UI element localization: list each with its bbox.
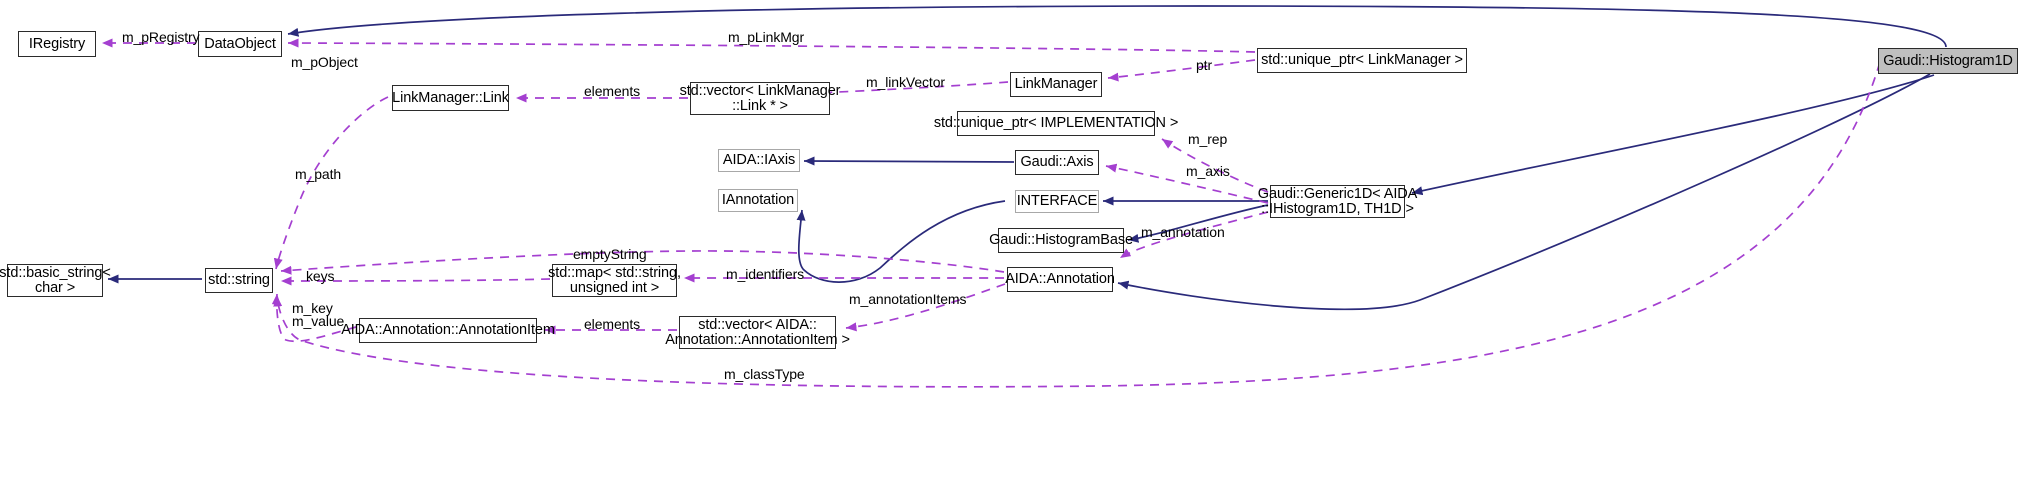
node-dataobject[interactable]: DataObject [198, 31, 282, 57]
edge-label-m-pobject: m_pObject [291, 54, 358, 70]
edge-label-m-value: m_value [292, 313, 345, 329]
node-annotation-item[interactable]: AIDA::Annotation::AnnotationItem [341, 318, 555, 343]
node-linkmanager[interactable]: LinkManager [1010, 72, 1102, 97]
edge-label-m-linkvector: m_linkVector [866, 74, 945, 90]
node-gaudi-histogram1d[interactable]: Gaudi::Histogram1D [1878, 48, 2018, 74]
edge-label-m-key: m_key [292, 300, 333, 316]
edge-label-m-rep: m_rep [1188, 131, 1228, 147]
edge-label-m-identifiers: m_identifiers [726, 266, 805, 282]
edge-label-m-pregistry: m_pRegistry [122, 29, 200, 45]
node-iregistry[interactable]: IRegistry [18, 31, 96, 57]
edge-label-m-annotationitems: m_annotationItems [849, 291, 967, 307]
edge-label-m-plinkmgr: m_pLinkMgr [728, 29, 805, 45]
edge-label-emptystring: emptyString [573, 246, 647, 262]
node-basic-string[interactable]: std::basic_string< char > [0, 264, 111, 297]
node-unique-ptr-linkmanager[interactable]: std::unique_ptr< LinkManager > [1257, 48, 1467, 73]
node-iannotation[interactable]: IAnnotation [718, 189, 798, 212]
node-aida-annotation[interactable]: AIDA::Annotation [1005, 267, 1115, 292]
node-gaudi-histogrambase[interactable]: Gaudi::HistogramBase [989, 228, 1133, 253]
edge-label-m-axis: m_axis [1186, 163, 1230, 179]
node-unique-ptr-implementation[interactable]: std::unique_ptr< IMPLEMENTATION > [934, 111, 1178, 136]
edge-label-ptr: ptr [1196, 57, 1213, 73]
edge-label-keys: keys [306, 268, 335, 284]
edge-label-m-path: m_path [295, 166, 342, 182]
node-std-string[interactable]: std::string [205, 268, 273, 293]
node-gaudi-axis[interactable]: Gaudi::Axis [1015, 150, 1099, 175]
node-gaudi-generic1d[interactable]: Gaudi::Generic1D< AIDA ::IHistogram1D, T… [1257, 185, 1418, 218]
node-vector-annotation-item[interactable]: std::vector< AIDA:: Annotation::Annotati… [665, 316, 850, 349]
node-interface[interactable]: INTERFACE [1015, 190, 1099, 213]
edge-label-m-annotation: m_annotation [1141, 224, 1225, 240]
edge-label-elements-link: elements [584, 83, 641, 99]
edge-label-elements-annot: elements [584, 316, 641, 332]
node-linkmanager-link[interactable]: LinkManager::Link [392, 85, 509, 111]
node-aida-iaxis[interactable]: AIDA::IAxis [718, 149, 800, 172]
edge-label-m-classtype: m_classType [724, 366, 805, 382]
node-map-string-uint[interactable]: std::map< std::string, unsigned int > [548, 264, 681, 297]
node-vector-linkmanager-link[interactable]: std::vector< LinkManager ::Link * > [679, 82, 841, 115]
